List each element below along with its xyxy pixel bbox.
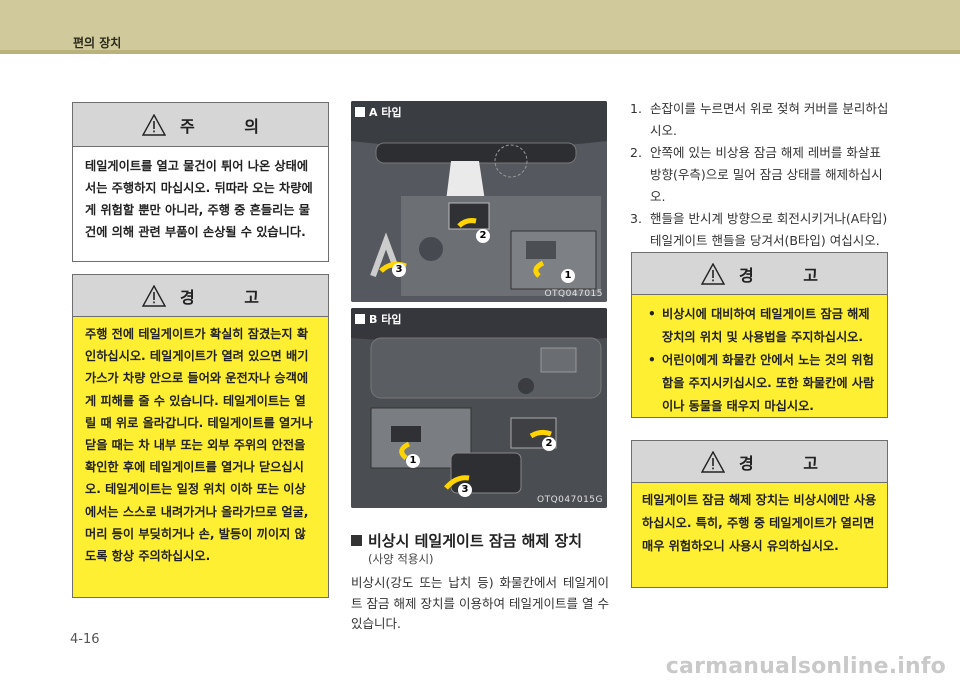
section-subtitle: (사양 적용시) xyxy=(368,552,434,566)
caution-text: 테일게이트를 열고 물건이 튀어 나온 상태에서는 주행하지 마십시오. 뒤따라… xyxy=(85,159,313,239)
figure-b-illustration xyxy=(351,308,607,508)
marker-3: 3 xyxy=(458,483,472,497)
warning-1-title: 경 고 xyxy=(179,287,281,307)
step-item: 2.안쪽에 있는 비상용 잠금 해제 레버를 화살표 방향(우측)으로 밀어 잠… xyxy=(630,145,883,204)
warning-box-3: 경 고 테일게이트 잠금 해제 장치는 비상시에만 사용하십시오. 특히, 주행… xyxy=(631,440,888,588)
marker-3: 3 xyxy=(392,263,406,277)
bullet-square-icon xyxy=(351,535,362,546)
caution-header: 주 의 xyxy=(73,103,328,147)
section-paragraph: 비상시(강도 또는 납치 등) 화물칸에서 테일게이트 잠금 해제 장치를 이용… xyxy=(351,575,609,631)
warning-2-header: 경 고 xyxy=(632,253,887,295)
page-number: 4-16 xyxy=(70,632,100,647)
figure-b-tailgate: B 타입 1 2 3 OTQ047015G xyxy=(351,308,607,508)
warning-3-title: 경 고 xyxy=(738,453,840,473)
warning-triangle-icon xyxy=(141,113,166,136)
warning-triangle-icon xyxy=(700,450,725,473)
warning-1-header: 경 고 xyxy=(73,275,328,317)
section-title: 비상시 테일게이트 잠금 해제 장치 xyxy=(351,530,582,551)
warning-2-title: 경 고 xyxy=(738,265,840,285)
warning-2-item: 비상시에 대비하여 테일게이트 잠금 해제 장치의 위치 및 사용법을 주지하십… xyxy=(640,303,877,349)
warning-triangle-icon xyxy=(700,262,725,285)
warning-2-item: 어린이에게 화물칸 안에서 노는 것의 위험함을 주지시키십시오. 또한 화물칸… xyxy=(640,349,877,418)
figure-a-label: A 타입 xyxy=(355,104,402,120)
step-item: 3.핸들을 반시계 방향으로 회전시키거나(A타입) 테일게이트 핸들을 당겨서… xyxy=(630,211,888,248)
warning-3-text: 테일게이트 잠금 해제 장치는 비상시에만 사용하십시오. 특히, 주행 중 테… xyxy=(642,493,877,553)
header-title: 편의 장치 xyxy=(73,36,122,50)
marker-1: 1 xyxy=(406,454,420,468)
marker-2: 2 xyxy=(542,437,556,451)
warning-3-header: 경 고 xyxy=(632,441,887,483)
caution-title: 주 의 xyxy=(179,116,281,136)
watermark: carmanualsonline.info xyxy=(665,654,946,679)
step-item: 1.손잡이를 누르면서 위로 젖혀 커버를 분리하십시오. xyxy=(630,101,889,138)
figure-a-code: OTQ047015 xyxy=(544,289,603,299)
warning-2-body: 비상시에 대비하여 테일게이트 잠금 해제 장치의 위치 및 사용법을 주지하십… xyxy=(632,295,887,426)
warning-triangle-icon xyxy=(141,284,166,307)
page-header: 편의 장치 xyxy=(0,0,960,50)
caution-box: 주 의 테일게이트를 열고 물건이 튀어 나온 상태에서는 주행하지 마십시오.… xyxy=(72,102,329,262)
figure-b-label: B 타입 xyxy=(355,311,401,327)
figure-b-code: OTQ047015G xyxy=(537,495,603,505)
warning-box-2: 경 고 비상시에 대비하여 테일게이트 잠금 해제 장치의 위치 및 사용법을 … xyxy=(631,252,888,418)
warning-box-1: 경 고 주행 전에 테일게이트가 확실히 잠겼는지 확인하십시오. 테일게이트가… xyxy=(72,274,329,598)
header-rule xyxy=(0,50,960,54)
figure-a-tailgate: A 타입 2 1 3 OTQ047015 xyxy=(351,101,607,302)
marker-1: 1 xyxy=(561,269,575,283)
warning-1-text: 주행 전에 테일게이트가 확실히 잠겼는지 확인하십시오. 테일게이트가 열려 … xyxy=(85,327,313,564)
marker-2: 2 xyxy=(476,229,490,243)
procedure-steps: 1.손잡이를 누르면서 위로 젖혀 커버를 분리하십시오. 2.안쪽에 있는 비… xyxy=(630,98,892,252)
